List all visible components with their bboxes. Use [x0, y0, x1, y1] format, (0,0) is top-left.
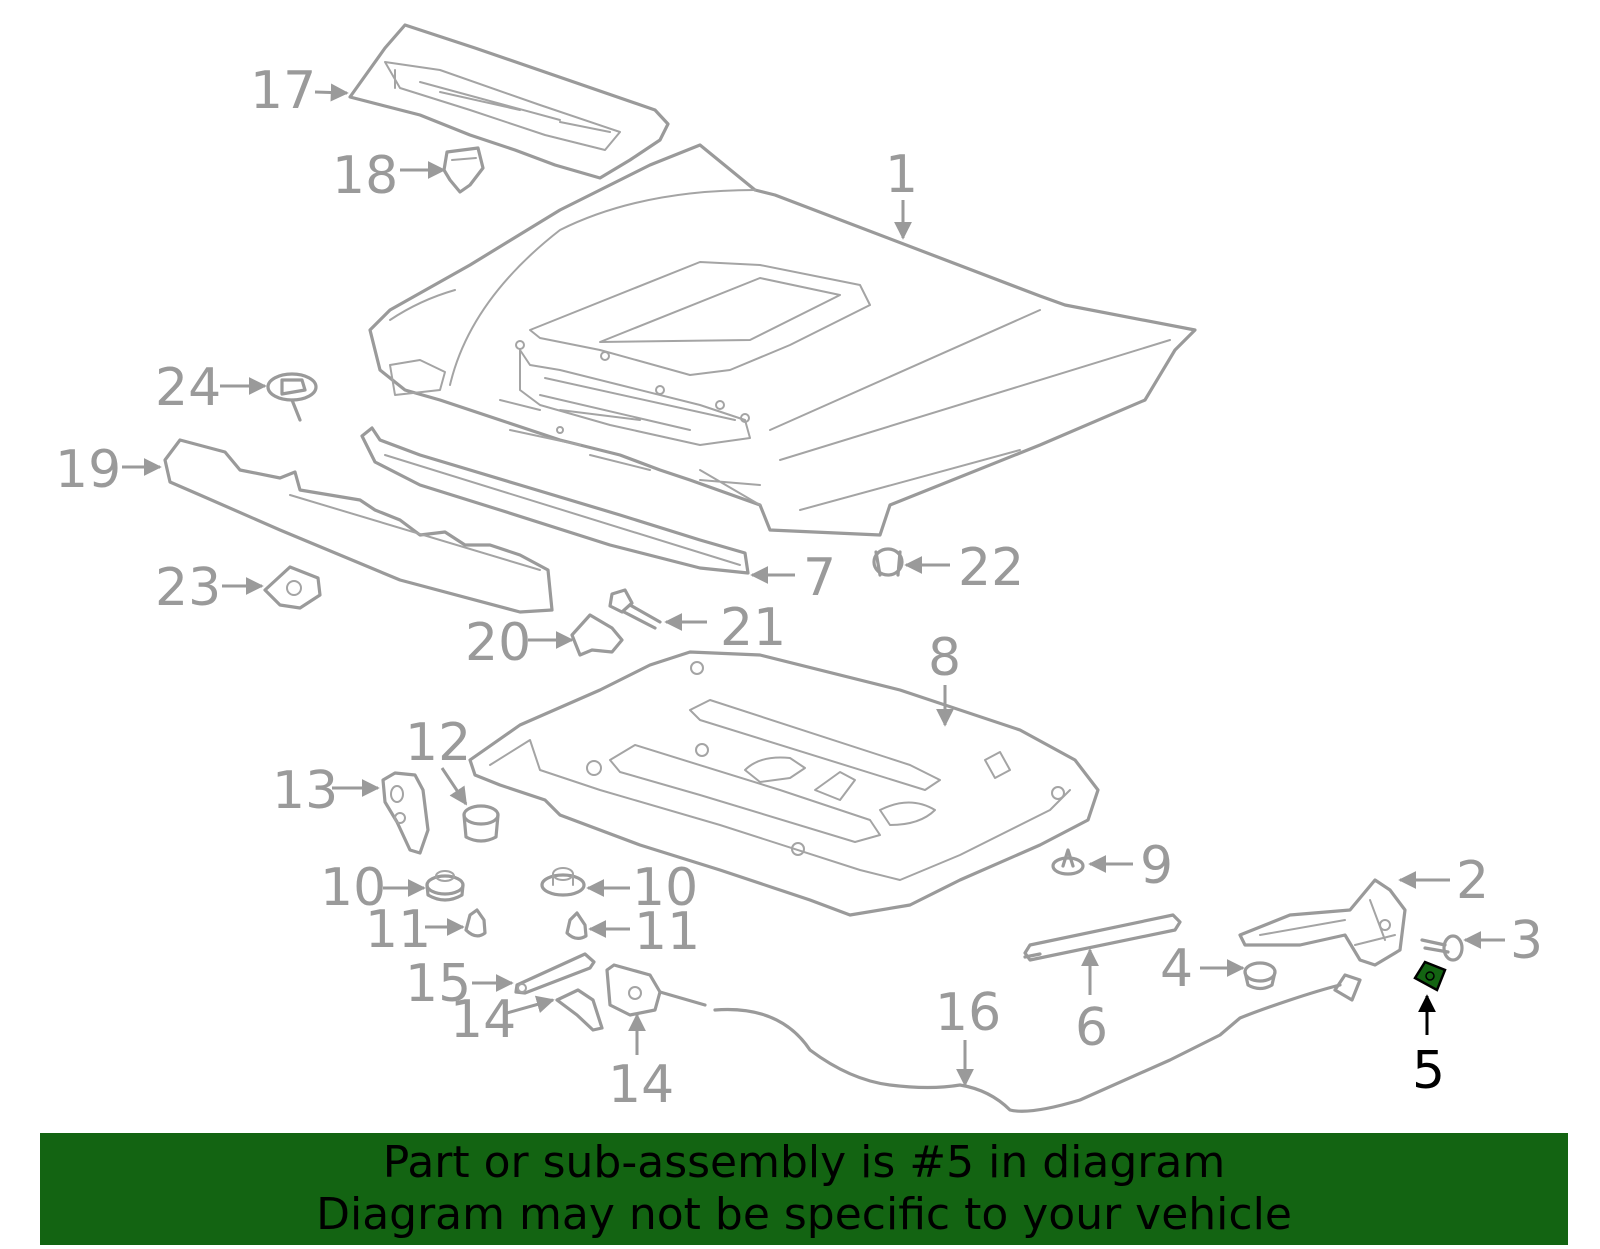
callout-4: 4 [1160, 939, 1193, 999]
callout-14b: 14 [608, 1055, 674, 1115]
part-8-hood-insulator[interactable] [468, 650, 1100, 917]
callout-2: 2 [1456, 851, 1489, 911]
callout-14a: 14 [450, 990, 516, 1050]
part-11b-cap[interactable] [565, 911, 588, 940]
part-13-bracket[interactable] [381, 771, 430, 855]
callout-9: 9 [1140, 836, 1173, 896]
callout-6: 6 [1075, 998, 1108, 1058]
callout-18: 18 [332, 146, 398, 206]
callout-8: 8 [928, 628, 961, 688]
part-6-gas-strut[interactable] [1023, 913, 1182, 962]
callout-24: 24 [155, 358, 221, 418]
part-9-push-pin[interactable] [1051, 848, 1085, 876]
callout-21: 21 [720, 598, 786, 658]
callout-7: 7 [803, 548, 836, 608]
callout-16: 16 [935, 983, 1001, 1043]
part-12-bumper[interactable] [462, 804, 500, 843]
banner-line-1: Part or sub-assembly is #5 in diagram [382, 1137, 1226, 1188]
callout-10a: 10 [320, 858, 386, 918]
notice-banner: Part or sub-assembly is #5 in diagram Di… [40, 1133, 1568, 1245]
part-5-highlighted[interactable] [1413, 960, 1447, 992]
part-20-bracket[interactable] [570, 613, 624, 657]
callout-17: 17 [250, 61, 316, 121]
part-24-bolt[interactable] [266, 372, 318, 422]
callout-11b: 11 [634, 902, 700, 962]
part-10a-bumper[interactable] [425, 870, 465, 902]
part-4-grommet[interactable] [1243, 961, 1277, 991]
leader-lines [122, 83, 1505, 1087]
callout-11a: 11 [365, 900, 431, 960]
callout-13: 13 [272, 761, 338, 821]
part-16-release-cable[interactable] [713, 973, 1362, 1113]
parts-diagram: 1 2 3 4 5 6 7 8 9 10 10 11 11 12 13 14 1… [55, 23, 1543, 1115]
part-1-hood-panel[interactable] [368, 143, 1197, 537]
callout-12: 12 [405, 713, 471, 773]
part-2-hinge[interactable] [1238, 878, 1407, 967]
part-19-reinforcement[interactable] [163, 438, 554, 614]
part-21-bolt[interactable] [608, 588, 662, 630]
part-18-clip[interactable] [442, 146, 485, 194]
part-22-grommet[interactable] [872, 547, 904, 577]
part-23-nut-clip[interactable] [263, 565, 322, 610]
callout-10b: 10 [632, 858, 698, 918]
part-14a-bracket[interactable] [555, 988, 604, 1032]
callout-15: 15 [405, 954, 471, 1014]
part-15-link[interactable] [514, 952, 596, 995]
part-14b-latch[interactable] [605, 963, 707, 1017]
callout-3: 3 [1510, 911, 1543, 971]
callout-20: 20 [465, 613, 531, 673]
part-11a-cap[interactable] [464, 908, 487, 938]
banner-line-2: Diagram may not be specific to your vehi… [316, 1189, 1292, 1240]
part-3-bolt[interactable] [1420, 934, 1464, 962]
part-7-hood-seal[interactable] [360, 426, 750, 575]
callout-19: 19 [55, 440, 121, 500]
callout-5: 5 [1412, 1041, 1445, 1101]
callout-22: 22 [958, 538, 1024, 598]
part-10b-bumper[interactable] [540, 867, 586, 897]
callout-1: 1 [885, 145, 918, 205]
callout-labels: 1 2 3 4 5 6 7 8 9 10 10 11 11 12 13 14 1… [55, 61, 1543, 1115]
callout-23: 23 [155, 558, 221, 618]
part-17-hood-scoop-insert[interactable] [348, 23, 670, 180]
